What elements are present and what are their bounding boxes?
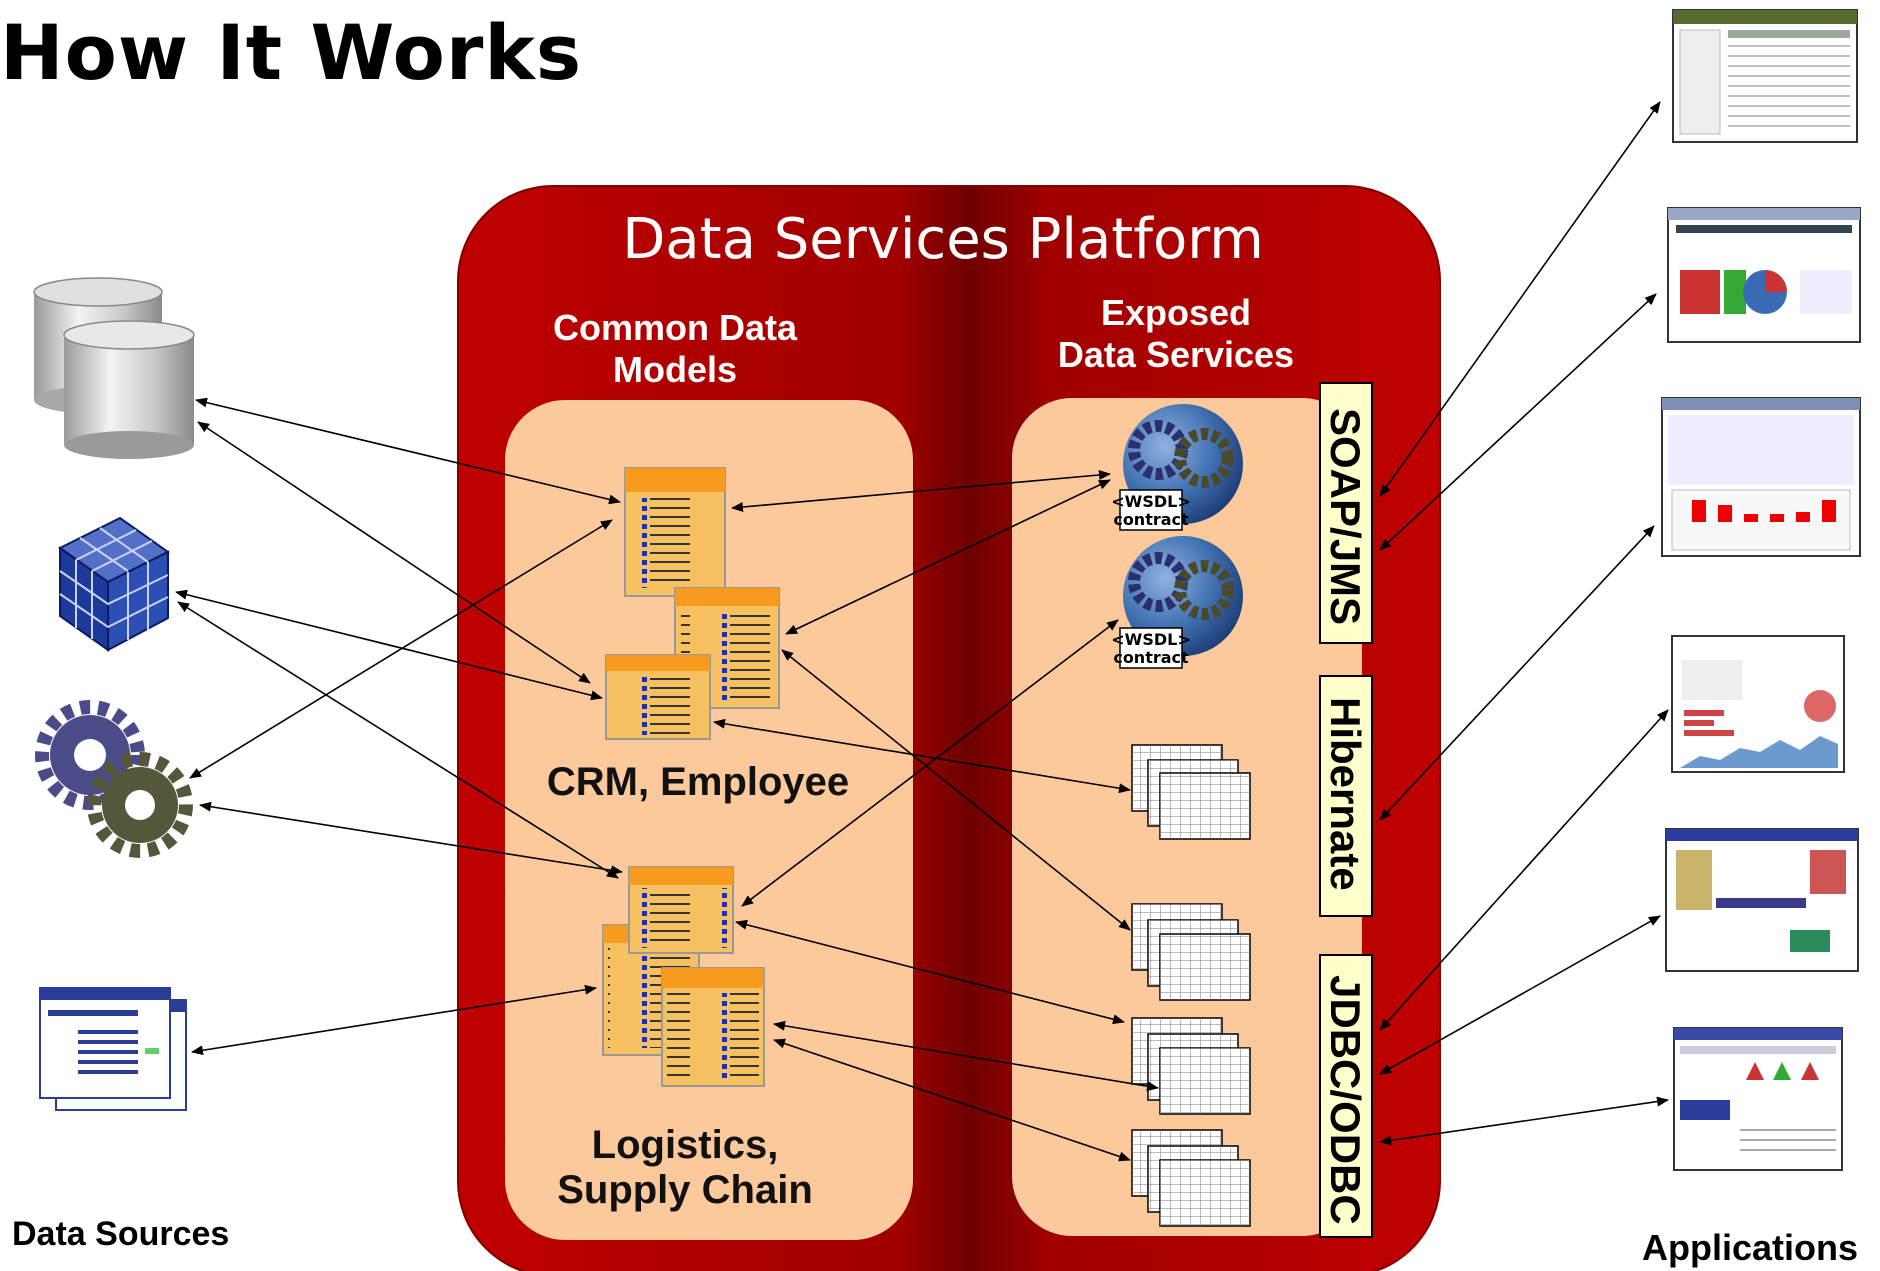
protocol-soap-jms-label: SOAP/JMS <box>1322 408 1369 625</box>
platform-title: Data Services Platform <box>622 207 1264 272</box>
group-crm-label: CRM, Employee <box>547 760 849 804</box>
wsdl-service-2: <WSDL> contract <box>1111 536 1243 669</box>
arrow <box>773 1038 1131 1162</box>
web-page-icon <box>39 987 187 1111</box>
wsdl-service-1: <WSDL> contract <box>1111 404 1243 531</box>
chart-app-icon <box>1661 397 1861 557</box>
group-logistics-line1: Logistics, <box>592 1123 779 1167</box>
report-app-icon <box>1673 1027 1843 1171</box>
applications-label: Applications <box>1642 1227 1859 1268</box>
protocol-jdbc-odbc-label: JDBC/ODBC <box>1322 975 1369 1225</box>
services-header-line2: Data Services <box>1058 334 1294 375</box>
arrow <box>785 479 1111 635</box>
models-header-line2: Models <box>613 349 737 390</box>
olap-cube-icon <box>58 516 170 652</box>
data-model-doc-1 <box>624 467 726 597</box>
web-store-app-icon <box>1665 828 1859 972</box>
models-header-line1: Common Data <box>553 307 798 348</box>
arrow <box>199 801 623 876</box>
data-model-doc-3 <box>605 654 711 740</box>
page-title: How It Works <box>0 8 583 97</box>
arrow <box>735 919 1125 1025</box>
table-stack-4 <box>1131 1129 1251 1227</box>
arrow <box>189 519 613 779</box>
data-sources-label: Data Sources <box>12 1215 230 1253</box>
dashboard-app-icon <box>1667 207 1861 343</box>
arrow <box>1379 1096 1669 1146</box>
protocol-jdbc-odbc: JDBC/ODBC <box>1319 954 1373 1238</box>
arrow <box>741 619 1119 907</box>
contract-label: contract <box>1113 510 1189 529</box>
contract-label: contract <box>1113 648 1189 667</box>
table-stack-2 <box>1131 903 1251 1001</box>
data-model-doc-6 <box>661 967 765 1087</box>
analytics-app-icon <box>1671 635 1845 773</box>
group-logistics-line2: Supply Chain <box>557 1168 813 1212</box>
wsdl-label: <WSDL> <box>1111 630 1190 649</box>
arrow <box>1379 293 1657 551</box>
database-icon <box>33 277 195 459</box>
table-stack-3 <box>1131 1017 1251 1115</box>
arrow <box>1379 915 1661 1075</box>
services-header-line1: Exposed <box>1101 292 1251 333</box>
connector-arrows <box>175 101 1669 1162</box>
data-model-doc-5 <box>628 866 734 954</box>
protocol-hibernate-label: Hibernate <box>1322 697 1369 891</box>
protocol-soap-jms: SOAP/JMS <box>1319 382 1373 644</box>
protocol-hibernate: Hibernate <box>1319 675 1373 917</box>
portal-app-icon <box>1672 9 1858 143</box>
arrow <box>191 984 597 1056</box>
table-stack-1 <box>1131 744 1251 840</box>
service-gears-icon <box>35 700 193 858</box>
wsdl-label: <WSDL> <box>1111 492 1190 511</box>
